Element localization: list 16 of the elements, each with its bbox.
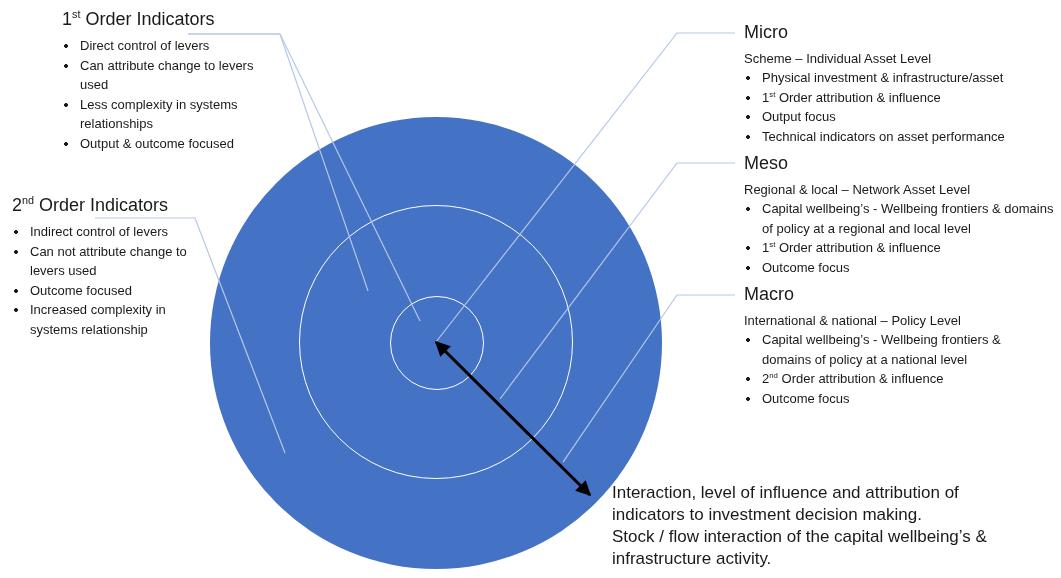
- description-text: Stock / flow interaction of the capital wellbeing’s & infrastructure activity.: [612, 526, 988, 570]
- double-arrow: [434, 340, 592, 497]
- level-subtitle: International & national – Policy Level: [744, 312, 961, 330]
- heading: Meso: [744, 152, 788, 174]
- heading: 1$^{st}$ Order Indicators: [62, 8, 215, 30]
- leader-line: [499, 162, 736, 400]
- level-subtitle: Scheme – Individual Asset Level: [744, 50, 932, 68]
- heading: 2$^{nd}$ Order Indicators: [12, 194, 169, 216]
- heading: Micro: [744, 21, 788, 43]
- description-text: Interaction, level of influence and attribution of indicators to investment decision making.: [612, 482, 960, 526]
- level-subtitle: Regional & local – Network Asset Level: [744, 181, 971, 199]
- leader-line: [187, 33, 421, 322]
- leader-line: [435, 32, 736, 343]
- heading: Macro: [744, 283, 794, 305]
- leader-line: [562, 294, 736, 463]
- leader-line: [94, 217, 286, 454]
